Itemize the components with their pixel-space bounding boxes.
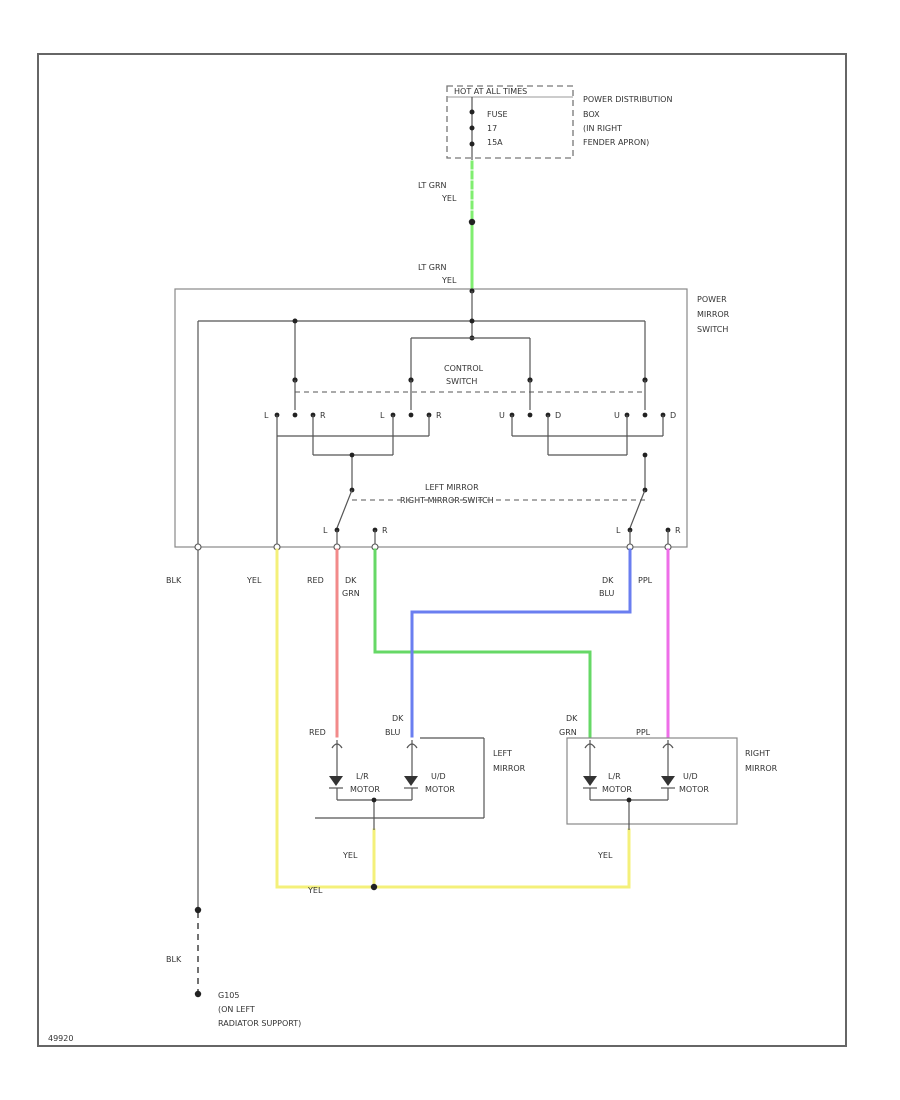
right-mirror-label-2: MIRROR <box>745 764 778 773</box>
yel-label-bottom: YEL <box>307 886 323 895</box>
left-ud-motor-label-2: MOTOR <box>425 785 455 794</box>
figure-id: 49920 <box>48 1034 73 1043</box>
pdb-label-3: (IN RIGHT <box>583 124 622 133</box>
wire-dk-blue <box>410 548 632 738</box>
right-lr-motor-label-2: MOTOR <box>602 785 632 794</box>
pin-letter-3: L <box>380 411 385 420</box>
wire-label-blk: BLK <box>166 576 182 585</box>
fuse-number: 17 <box>487 124 497 133</box>
left-mirror-red-label: RED <box>309 728 326 737</box>
wire-label-yel: YEL <box>246 576 262 585</box>
pin-letter-12: R <box>675 526 681 535</box>
ground-wire-label: BLK <box>166 955 182 964</box>
switch-wire-label-2: YEL <box>441 276 457 285</box>
right-mirror-ppl-label: PPL <box>636 728 651 737</box>
ground-label-3: RADIATOR SUPPORT) <box>218 1019 301 1028</box>
right-mirror-lr-motor-icon <box>583 776 597 789</box>
power-mirror-switch-label-2: MIRROR <box>697 310 730 319</box>
left-mirror-label-2: MIRROR <box>493 764 526 773</box>
fuse-rating: 15A <box>487 138 503 147</box>
pdb-wire-label-2: YEL <box>441 194 457 203</box>
control-switch-label-2: SWITCH <box>446 377 477 386</box>
pin-letter-5: U <box>499 411 505 420</box>
left-lr-motor-label-1: L/R <box>356 772 369 781</box>
wire-label-dk-blu-1: DK <box>602 576 614 585</box>
right-mirror-dk-label: DK <box>566 714 578 723</box>
left-mirror: RED DK BLU L/R MOTOR U/D MOTOR LEFT MIRR… <box>309 714 526 830</box>
pin-letter-1: L <box>264 411 269 420</box>
wire-label-dk-grn-2: GRN <box>342 589 360 598</box>
pdb-label-1: POWER DISTRIBUTION <box>583 95 672 104</box>
wire-yellow <box>275 548 631 889</box>
pin-letter-7: U <box>614 411 620 420</box>
right-ud-motor-label-1: U/D <box>683 772 698 781</box>
hot-at-all-times-label: HOT AT ALL TIMES <box>454 87 527 96</box>
right-lr-motor-label-1: L/R <box>608 772 621 781</box>
power-mirror-switch-label-3: SWITCH <box>697 325 728 334</box>
pin-letter-11: L <box>616 526 621 535</box>
fuse-label: FUSE <box>487 110 508 119</box>
yel-label-right-mirror: YEL <box>597 851 613 860</box>
pin-letter-6: D <box>555 411 561 420</box>
power-mirror-switch: POWER MIRROR SWITCH CONTROL SWITCH <box>174 288 730 551</box>
wire-label-red: RED <box>307 576 324 585</box>
pdb-wire-label-1: LT GRN <box>418 181 447 190</box>
right-mirror: DK GRN PPL L/R MOTOR U/D MOTOR RIGHT MIR… <box>559 714 778 830</box>
right-mirror-ud-motor-icon <box>661 776 675 789</box>
left-ud-motor-label-1: U/D <box>431 772 446 781</box>
power-mirror-switch-label-1: POWER <box>697 295 727 304</box>
power-distribution-box: HOT AT ALL TIMES FUSE 17 15A POWER DISTR… <box>446 85 672 160</box>
pin-letter-9: L <box>323 526 328 535</box>
ground-label-2: (ON LEFT <box>218 1005 255 1014</box>
right-ud-motor-label-2: MOTOR <box>679 785 709 794</box>
right-mirror-grn-label: GRN <box>559 728 577 737</box>
ground-label-1: G105 <box>218 991 239 1000</box>
pdb-label-2: BOX <box>583 110 600 119</box>
right-mirror-label-1: RIGHT <box>745 749 770 758</box>
wire-dk-green <box>373 548 592 738</box>
pdb-label-4: FENDER APRON) <box>583 138 649 147</box>
wire-label-dk-blu-2: BLU <box>599 589 615 598</box>
pin-letter-8: D <box>670 411 676 420</box>
selector-label-1: LEFT MIRROR <box>425 483 479 492</box>
left-mirror-blu-label: BLU <box>385 728 401 737</box>
pin-letter-10: R <box>382 526 388 535</box>
yel-label-left-mirror: YEL <box>342 851 358 860</box>
left-mirror-ud-motor-icon <box>404 776 418 789</box>
left-mirror-lr-motor-icon <box>329 776 343 789</box>
diagram-frame <box>37 53 847 1047</box>
left-lr-motor-label-2: MOTOR <box>350 785 380 794</box>
pin-letter-2: R <box>320 411 326 420</box>
switch-wire-label-1: LT GRN <box>418 263 447 272</box>
wire-label-dk-grn-1: DK <box>345 576 357 585</box>
left-mirror-dk-label: DK <box>392 714 404 723</box>
pin-letter-4: R <box>436 411 442 420</box>
left-mirror-label-1: LEFT <box>493 749 512 758</box>
control-switch-label-1: CONTROL <box>444 364 484 373</box>
wire-label-ppl: PPL <box>638 576 653 585</box>
